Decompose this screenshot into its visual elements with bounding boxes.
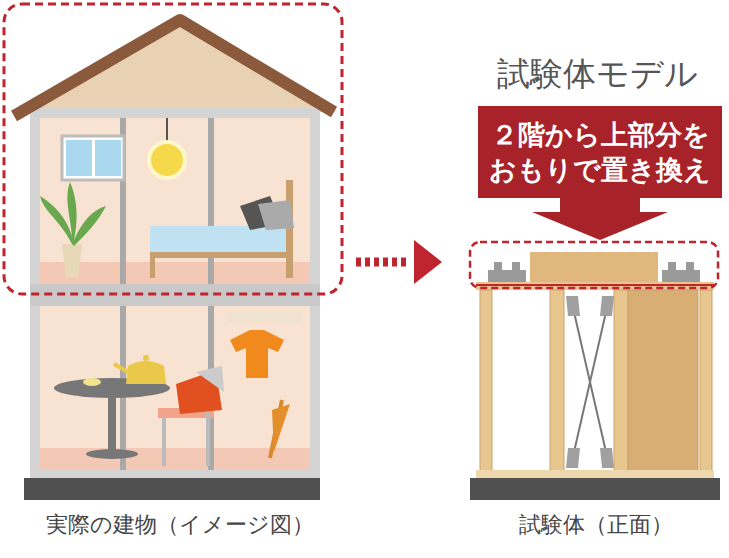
transition-arrow xyxy=(356,240,442,284)
banner-text: ２階から上部分を おもりで置き換え xyxy=(486,117,714,187)
house-illustration xyxy=(14,20,336,500)
caption-left: 実際の建物（イメージ図） xyxy=(46,510,314,540)
highlight-region xyxy=(4,4,342,294)
caption-right: 試験体（正面） xyxy=(519,510,673,540)
section-title: 試験体モデル xyxy=(497,52,698,97)
weight-region xyxy=(470,242,718,288)
banner-arrow xyxy=(532,198,668,240)
replacement-banner: ２階から上部分を おもりで置き換え xyxy=(478,106,722,198)
